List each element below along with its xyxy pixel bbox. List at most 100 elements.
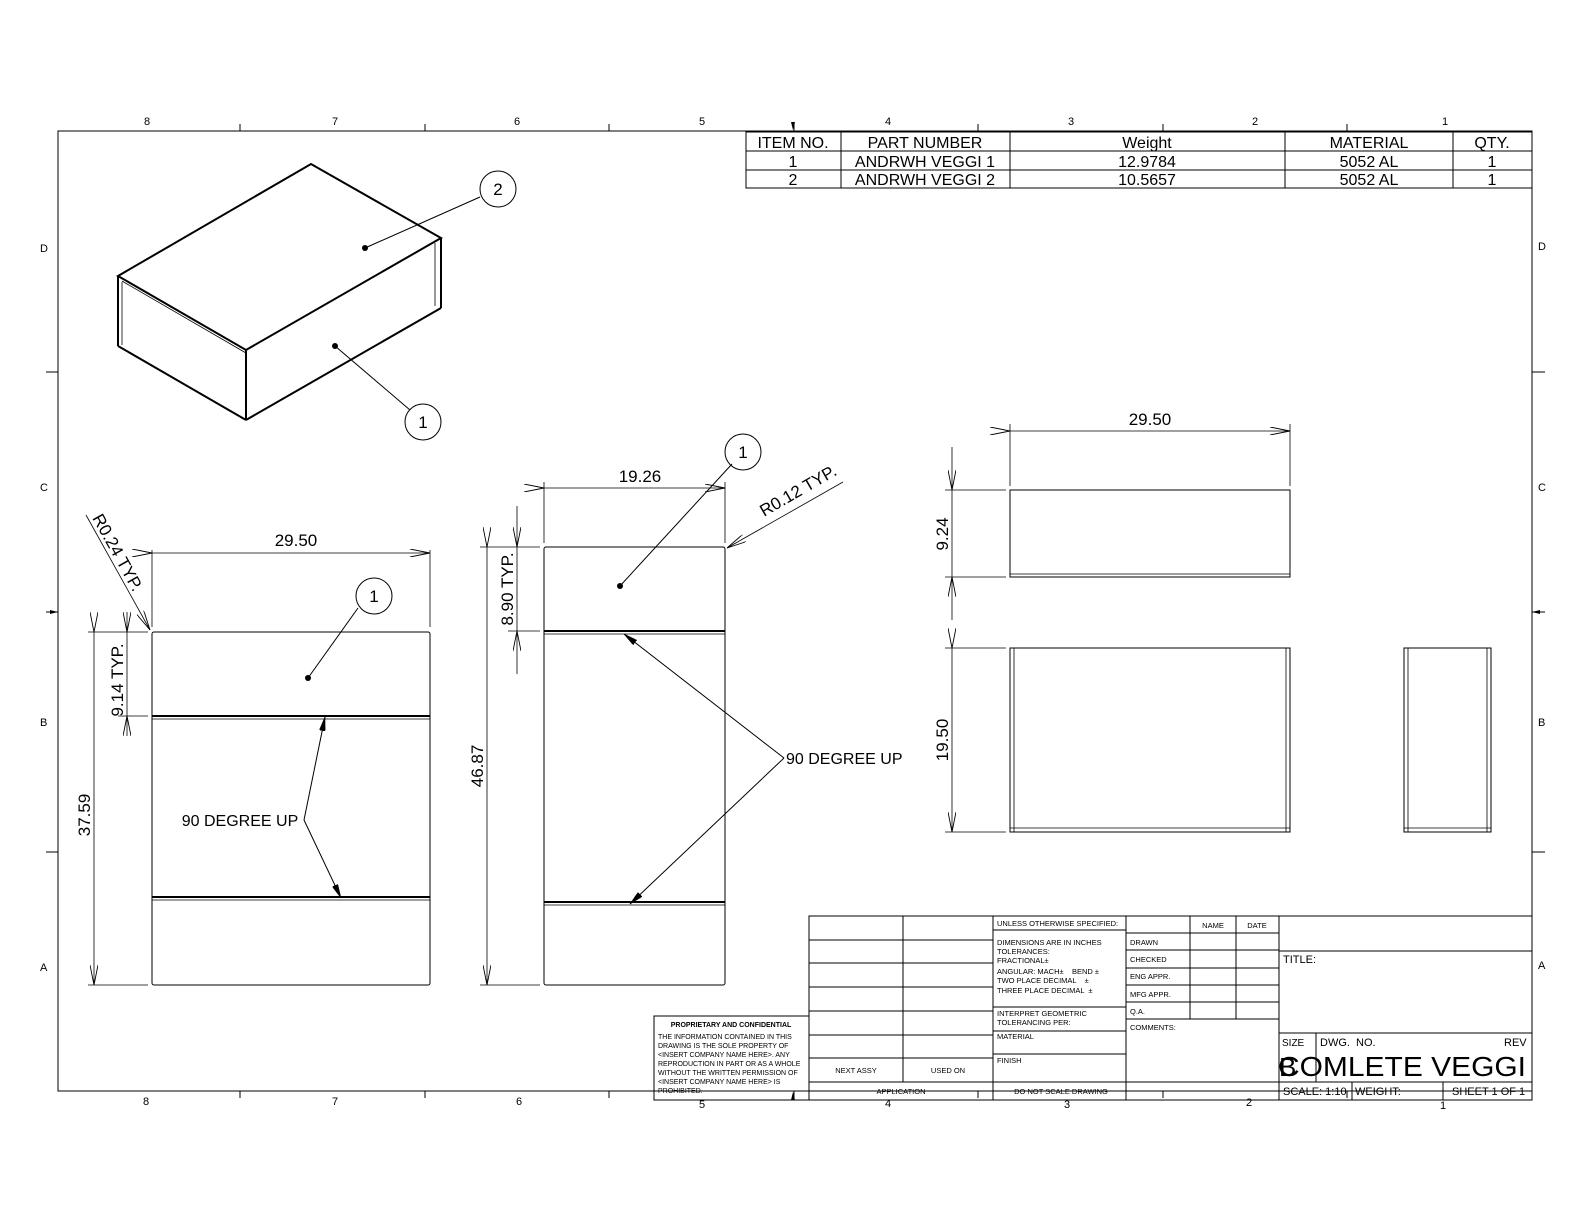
proprietary-line-1: THE INFORMATION CONTAINED IN THIS xyxy=(658,1034,792,1041)
tb-do-not-scale: DO NOT SCALE DRAWING xyxy=(1014,1087,1108,1096)
proprietary-line-4: REPRODUCTION IN PART OR AS A WHOLE xyxy=(658,1061,801,1068)
iso-balloon-bottom-label: 1 xyxy=(418,413,427,432)
tb-size-label: SIZE xyxy=(1282,1038,1305,1049)
side-flat-view: 19.26 46.87 8.90 TYP. R0.12 TYP. 1 90 DE… xyxy=(468,433,902,986)
side-balloon xyxy=(724,433,762,471)
bom-row2-part: ANDRWH VEGGI 2 xyxy=(855,172,995,189)
side-bend-note: 90 DEGREE UP xyxy=(786,751,902,768)
tb-role-qa: Q.A. xyxy=(1130,1007,1145,1016)
proprietary-line-2: DRAWING IS THE SOLE PROPERTY OF xyxy=(658,1043,788,1050)
tb-tol-2: TOLERANCES: xyxy=(997,947,1050,956)
zone-col-top-8: 8 xyxy=(144,116,150,128)
tb-next-assy: NEXT ASSY xyxy=(835,1066,877,1075)
zone-col-bottom-3: 3 xyxy=(1064,1099,1070,1111)
center-mark-top xyxy=(791,122,795,130)
flat-bend-note: 90 DEGREE UP xyxy=(182,813,298,830)
sheet-border xyxy=(57,130,1533,1092)
tb-size-value: B xyxy=(1279,1052,1296,1082)
bom-row1-part: ANDRWH VEGGI 1 xyxy=(855,154,995,171)
proprietary-line-6: <INSERT COMPANY NAME HERE> IS xyxy=(658,1079,781,1086)
tb-date-header: DATE xyxy=(1247,921,1266,930)
bom-row1-item: 1 xyxy=(789,154,798,171)
zone-row-left-C: C xyxy=(40,482,48,494)
side-flange-dim: 8.90 TYP. xyxy=(498,552,517,625)
front-view-height-dim: 19.50 xyxy=(933,719,952,762)
side-height-dim: 46.87 xyxy=(468,745,487,788)
tb-tol-6: THREE PLACE DECIMAL ± xyxy=(997,986,1093,995)
zone-col-top-2: 2 xyxy=(1252,116,1258,128)
top-view-width-dim: 29.50 xyxy=(1129,410,1172,429)
top-view-height-dim: 9.24 xyxy=(933,517,952,550)
flat-height-dim: 37.59 xyxy=(75,794,94,837)
bom-header-qty: QTY. xyxy=(1474,135,1509,152)
flat-radius-dim: R0.24 TYP. xyxy=(89,511,147,595)
zone-col-bottom-2: 2 xyxy=(1246,1097,1252,1109)
flat-pattern-view: 29.50 37.59 9.14 TYP. R0.24 TYP. 1 90 DE… xyxy=(75,511,431,986)
tb-dwg-no-label: DWG. NO. xyxy=(1320,1037,1376,1049)
bom-row1-qty: 1 xyxy=(1488,154,1497,171)
zone-col-top-4: 4 xyxy=(885,116,891,128)
bom-row1-weight: 12.9784 xyxy=(1118,154,1176,171)
bom-row2-weight: 10.5657 xyxy=(1118,172,1176,189)
iso-balloon-top xyxy=(479,170,517,208)
tb-interpret-1: INTERPRET GEOMETRIC xyxy=(997,1009,1087,1018)
center-mark-bottom xyxy=(791,1092,795,1100)
flat-width-dim: 29.50 xyxy=(275,531,318,550)
bom-row2-item: 2 xyxy=(789,172,798,189)
isometric-view: 2 1 xyxy=(116,162,517,441)
proprietary-line-7: PROHIBITED. xyxy=(658,1088,703,1095)
tb-tol-4: ANGULAR: MACH± BEND ± xyxy=(997,967,1099,976)
tb-scale: SCALE: 1:10 xyxy=(1283,1086,1347,1098)
tb-title-label: TITLE: xyxy=(1283,954,1316,966)
zone-col-bottom-7: 7 xyxy=(332,1096,338,1108)
tb-unless: UNLESS OTHERWISE SPECIFIED: xyxy=(997,919,1118,928)
zone-col-bottom-4: 4 xyxy=(885,1098,891,1110)
bom-header-material: MATERIAL xyxy=(1330,135,1409,152)
title-block: NEXT ASSY USED ON APPLICATION DO NOT SCA… xyxy=(808,915,1533,1101)
right-views: 29.50 9.24 19.50 xyxy=(933,410,1492,833)
center-mark-left xyxy=(50,610,58,614)
flat-balloon xyxy=(355,577,393,615)
iso-balloon-top-label: 2 xyxy=(493,180,502,199)
center-mark-right xyxy=(1532,610,1540,614)
zone-row-left-A: A xyxy=(40,962,48,974)
tb-sheet: SHEET 1 OF 1 xyxy=(1452,1086,1525,1098)
zone-col-top-1: 1 xyxy=(1442,116,1448,128)
tb-comments: COMMENTS: xyxy=(1130,1023,1176,1032)
tb-role-eng: ENG APPR. xyxy=(1130,972,1170,981)
tb-used-on: USED ON xyxy=(931,1066,965,1075)
zone-ticks xyxy=(46,124,1545,1098)
tb-name-header: NAME xyxy=(1202,921,1224,930)
zone-col-top-3: 3 xyxy=(1068,116,1074,128)
tb-dwg-no: COMLETE VEGGI xyxy=(1278,1051,1526,1082)
tb-finish: FINISH xyxy=(997,1056,1022,1065)
bom-row1-material: 5052 AL xyxy=(1340,154,1399,171)
side-balloon-label: 1 xyxy=(738,443,747,462)
zone-col-top-7: 7 xyxy=(332,116,338,128)
zone-col-bottom-8: 8 xyxy=(143,1096,149,1108)
tb-role-mfg: MFG APPR. xyxy=(1130,990,1171,999)
tb-rev-label: REV xyxy=(1504,1037,1527,1049)
tb-tol-3: FRACTIONAL± xyxy=(997,956,1049,965)
zone-col-top-5: 5 xyxy=(699,116,705,128)
tb-tol-5: TWO PLACE DECIMAL ± xyxy=(997,976,1089,985)
bom-row2-qty: 1 xyxy=(1488,172,1497,189)
zone-col-bottom-6: 6 xyxy=(516,1096,522,1108)
bom-header-part: PART NUMBER xyxy=(868,135,983,152)
bom-header-item: ITEM NO. xyxy=(757,135,828,152)
flat-flange-dim: 9.14 TYP. xyxy=(108,643,127,716)
proprietary-line-3: <INSERT COMPANY NAME HERE>. ANY xyxy=(658,1052,790,1059)
iso-balloon-bottom xyxy=(404,403,442,441)
flat-balloon-label: 1 xyxy=(369,587,378,606)
zone-labels: 8 7 6 5 4 3 2 1 8 7 6 5 4 3 2 1 D C B A … xyxy=(40,116,1546,1112)
tb-role-checked: CHECKED xyxy=(1130,955,1167,964)
zone-row-right-B: B xyxy=(1538,717,1545,729)
zone-row-right-C: C xyxy=(1538,482,1546,494)
zone-row-left-B: B xyxy=(40,717,47,729)
proprietary-block: PROPRIETARY AND CONFIDENTIAL THE INFORMA… xyxy=(653,1015,810,1101)
zone-row-left-D: D xyxy=(40,243,48,255)
tb-tol-1: DIMENSIONS ARE IN INCHES xyxy=(997,938,1102,947)
tb-weight: WEIGHT: xyxy=(1355,1086,1401,1098)
proprietary-line-5: WITHOUT THE WRITTEN PERMISSION OF xyxy=(658,1070,798,1077)
